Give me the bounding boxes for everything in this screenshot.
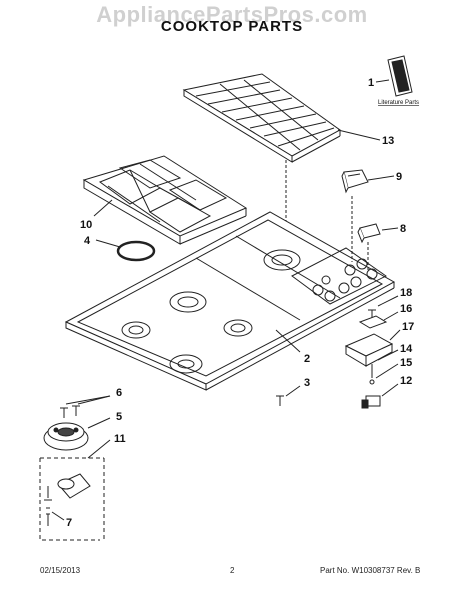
watermark: AppliancePartsPros.com xyxy=(96,2,368,27)
mounting-screw[interactable] xyxy=(276,395,284,406)
knob-insert[interactable] xyxy=(357,223,381,244)
washer[interactable] xyxy=(369,379,375,385)
leader-line-4 xyxy=(95,239,121,248)
callout-4: 4 xyxy=(84,235,91,247)
burner-gasket[interactable] xyxy=(116,240,156,262)
literature-book[interactable] xyxy=(387,55,413,97)
footer-page-number: 2 xyxy=(230,566,235,575)
callout-17: 17 xyxy=(402,321,414,333)
callout-7: 7 xyxy=(66,517,72,529)
leader-line-14 xyxy=(377,349,399,361)
leader-line-15 xyxy=(375,363,399,379)
leader-line-12 xyxy=(381,383,399,397)
footer-part-number: Part No. W10308737 Rev. B xyxy=(320,566,421,575)
leader-line-16 xyxy=(383,311,399,321)
control-knob[interactable] xyxy=(341,169,369,194)
leader-line-10 xyxy=(93,199,113,217)
leader-line-6b xyxy=(77,395,111,405)
callout-11: 11 xyxy=(114,433,126,445)
leader-line-2 xyxy=(275,329,301,353)
literature-parts-label: Literature Parts xyxy=(378,100,419,106)
spark-module-bracket[interactable] xyxy=(344,333,394,367)
leader-line-18 xyxy=(377,295,399,307)
callout-18: 18 xyxy=(400,287,412,299)
leader-line-3 xyxy=(285,385,301,397)
surface-burner-base[interactable] xyxy=(43,422,89,451)
orifice-screws[interactable] xyxy=(60,405,80,418)
callout-12: 12 xyxy=(400,375,412,387)
callout-15: 15 xyxy=(400,357,412,369)
page-title: COOKTOP PARTS xyxy=(160,18,304,35)
callout-16: 16 xyxy=(400,303,412,315)
spark-module[interactable] xyxy=(361,395,381,409)
callout-10: 10 xyxy=(80,219,92,231)
cooktop-main-top[interactable] xyxy=(64,211,396,391)
callout-9: 9 xyxy=(396,171,402,183)
callout-8: 8 xyxy=(400,223,406,235)
callout-6: 6 xyxy=(116,387,122,399)
callout-1: 1 xyxy=(368,77,374,89)
callout-3: 3 xyxy=(304,377,310,389)
leader-line-9 xyxy=(367,175,395,181)
leader-line-5 xyxy=(87,417,111,429)
leader-line-1 xyxy=(375,79,390,83)
burner-valve-group[interactable] xyxy=(39,457,105,541)
callout-5: 5 xyxy=(116,411,122,423)
insulator[interactable] xyxy=(358,315,388,329)
leader-line-8 xyxy=(381,227,399,231)
left-grate[interactable] xyxy=(82,155,248,245)
leader-line-11 xyxy=(87,439,111,459)
spark-module-screw[interactable] xyxy=(368,309,376,318)
footer-date: 02/15/2013 xyxy=(40,566,81,575)
leader-line-17 xyxy=(389,329,401,341)
leader-line-13 xyxy=(337,129,381,141)
callout-13: 13 xyxy=(382,135,394,147)
right-grate[interactable] xyxy=(182,73,341,163)
callout-14: 14 xyxy=(400,343,413,355)
leader-line-7 xyxy=(51,511,65,521)
callout-2: 2 xyxy=(304,353,310,365)
